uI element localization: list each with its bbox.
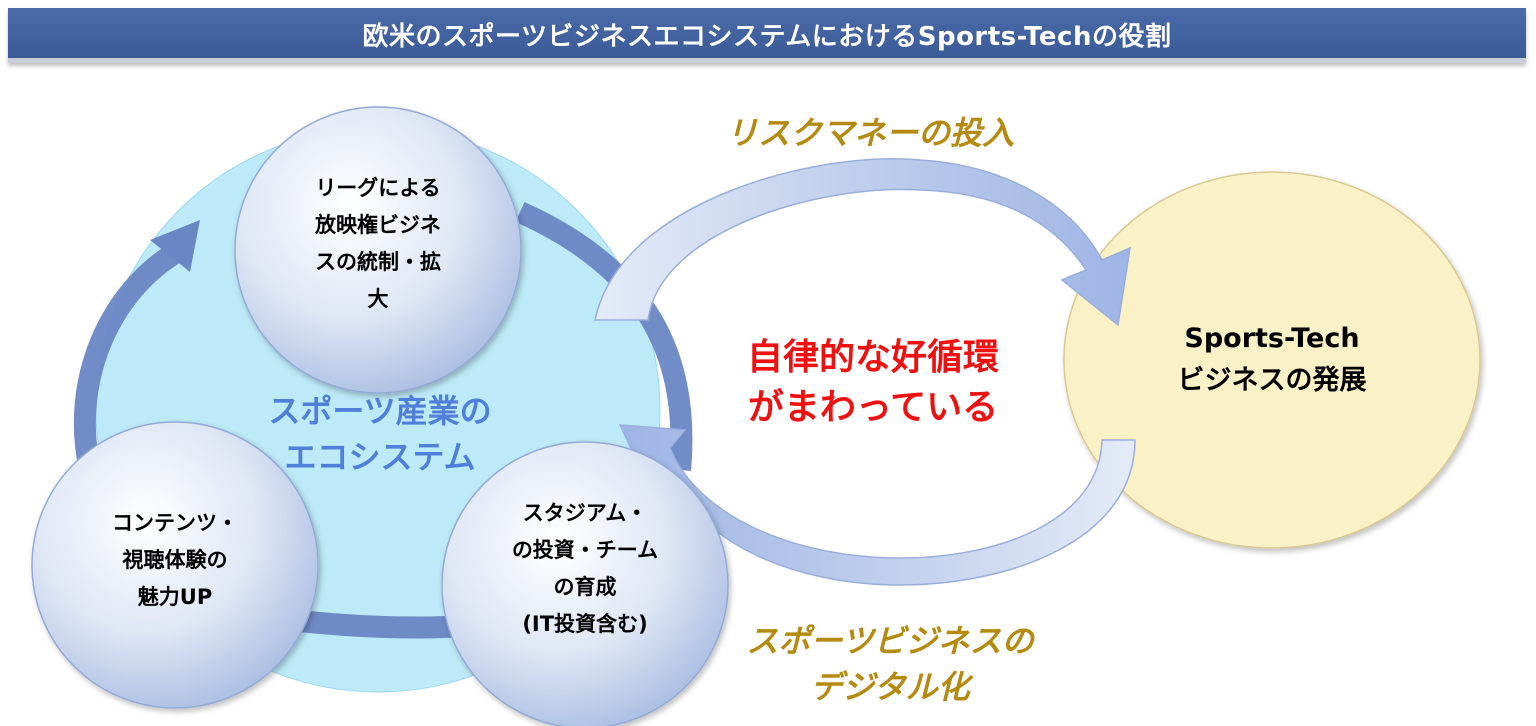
stadium-circle-text: スタジアム・ の投資・チーム の育成 (IT投資含む) — [511, 501, 659, 636]
top-curved-arrow — [594, 158, 1131, 327]
stadium-circle — [441, 441, 729, 726]
league-circle — [234, 106, 522, 394]
cycle-text-bg — [708, 330, 1038, 442]
ecosystem-arrowhead-top — [150, 220, 200, 272]
cycle-label: 自律的な好循環 がまわっている — [746, 337, 999, 428]
sports-tech-label: Sports-Tech ビジネスの発展 — [1177, 323, 1367, 396]
league-circle-text: リーグによる 放映権ビジネ スの統制・拡 大 — [315, 176, 441, 311]
content-circle — [31, 421, 319, 709]
content-circle-text: コンテンツ・ 視聴体験の 魅力UP — [112, 511, 238, 609]
ecosystem-label: スポーツ産業の エコシステム — [268, 392, 492, 476]
digitalization-label: スポーツビジネスの デジタル化 — [746, 622, 1034, 706]
title-bar: 欧米のスポーツビジネスエコシステムにおけるSports-Techの役割 — [8, 8, 1526, 63]
sports-tech-circle — [1063, 171, 1481, 549]
risk-money-label: リスクマネーの投入 — [725, 114, 1014, 152]
page-title: 欧米のスポーツビジネスエコシステムにおけるSports-Techの役割 — [362, 22, 1172, 52]
